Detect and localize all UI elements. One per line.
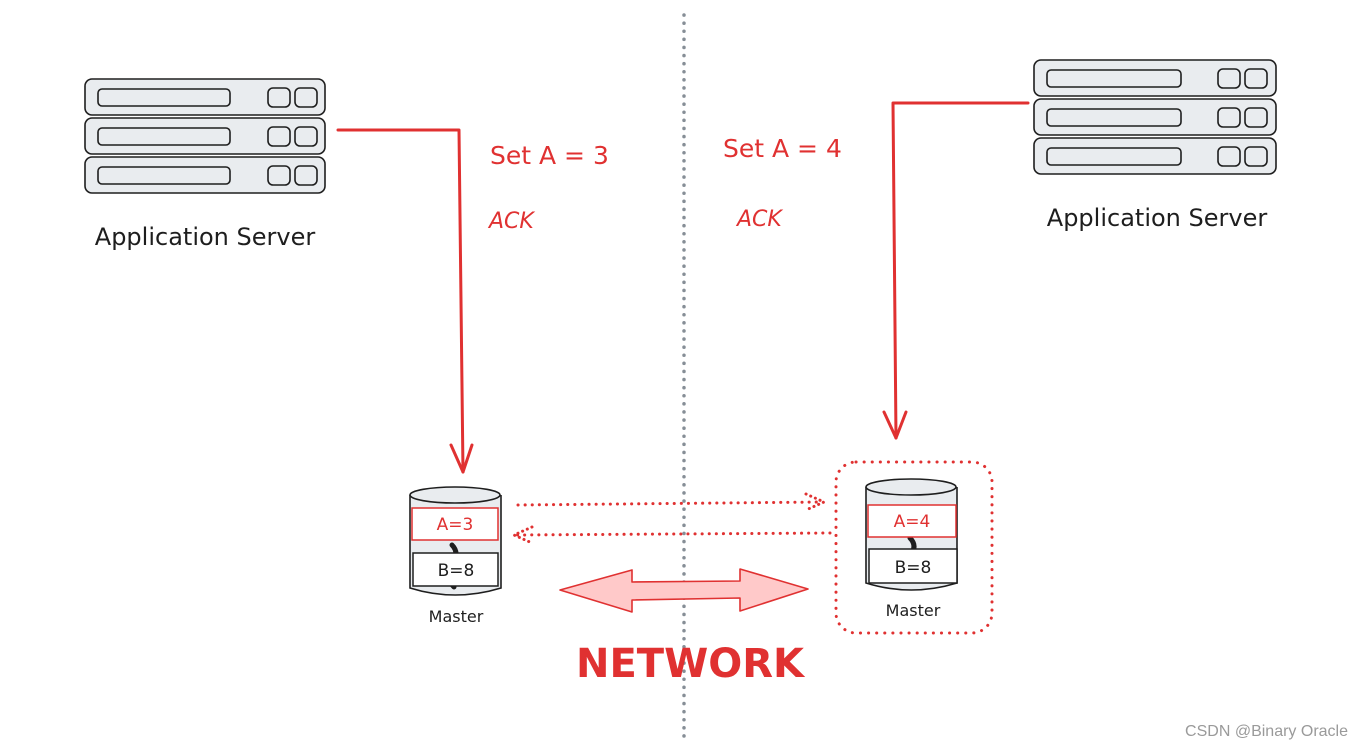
left-db-label: Master <box>429 607 484 626</box>
right-request-arrow <box>882 101 1030 440</box>
right-server-rack-icon <box>1033 59 1277 175</box>
left-db-cell-b-value: B=8 <box>438 561 475 581</box>
left-server-rack-icon <box>84 78 326 194</box>
replication-arrow-left-to-right <box>516 492 828 512</box>
right-db-label: Master <box>886 601 941 620</box>
left-db-cell-a-value: A=3 <box>437 515 474 535</box>
watermark-text: CSDN @Binary Oracle <box>1185 723 1348 740</box>
right-ack-message: ACK <box>735 207 783 232</box>
network-double-arrow <box>559 568 809 613</box>
right-db-cell-b: B=8 <box>868 548 958 584</box>
left-db-cell-a: A=3 <box>411 507 499 541</box>
right-server-label: Application Server <box>1047 204 1268 232</box>
right-db-highlight-frame <box>834 460 994 635</box>
right-set-message: Set A = 4 <box>723 134 842 163</box>
replication-arrow-right-to-left <box>510 525 832 545</box>
right-db-cell-b-value: B=8 <box>895 558 932 578</box>
left-request-arrow <box>336 128 474 474</box>
network-label: NETWORK <box>576 641 806 687</box>
right-db-cell-a: A=4 <box>867 504 957 538</box>
right-db-cell-a-value: A=4 <box>894 512 931 532</box>
left-server-label: Application Server <box>95 223 316 251</box>
left-ack-message: ACK <box>487 209 535 234</box>
left-db-cell-b: B=8 <box>412 552 499 587</box>
left-set-message: Set A = 3 <box>490 141 609 170</box>
